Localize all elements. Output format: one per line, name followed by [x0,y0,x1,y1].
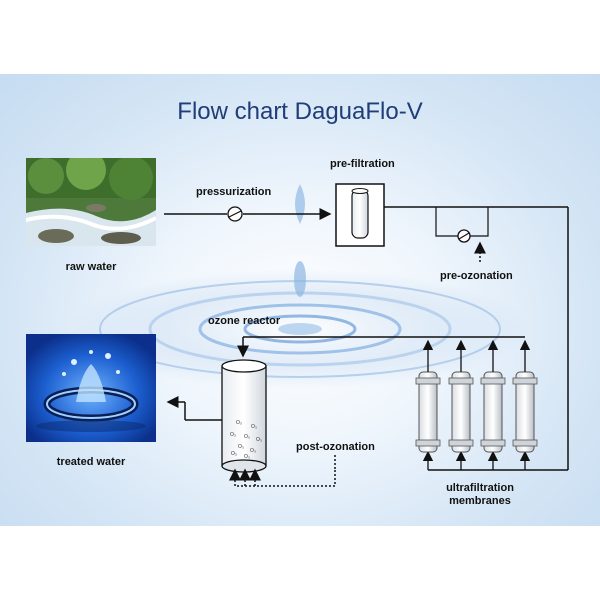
pre-ozonation-line [384,206,569,470]
page-title: Flow chart DaguaFlo-V [177,98,423,125]
svg-text:O₃: O₃ [231,451,237,457]
pressurization-label: pressurization [196,186,272,198]
pressurization-pump-icon [227,206,243,222]
ultrafiltration-membrane-3 [480,371,506,453]
slide-background [0,74,600,526]
ultrafiltration-membrane-4 [512,371,538,453]
svg-text:O₃: O₃ [244,454,250,460]
treated-water-label: treated water [56,456,126,468]
water-ripple-background [70,184,530,389]
svg-text:O₃: O₃ [230,432,236,438]
membrane-feed-line [422,450,568,471]
treated-water-outlet-line [166,396,222,421]
ozone-reactor-label: ozone reactor [208,315,281,327]
membrane-permeate-line [237,336,531,372]
ozone-bubbles: O₃ O₃ O₃ O₃ O₃ O₃ O₃ O₃ O₃ [230,420,262,460]
raw-water-image [26,158,156,246]
svg-text:O₃: O₃ [238,444,244,450]
svg-text:O₃: O₃ [236,420,242,426]
pre-filtration-unit [335,183,385,247]
svg-text:O₃: O₃ [256,437,262,443]
pre-ozonation-pump-icon [457,229,471,243]
ultrafiltration-label-line2: membranes [449,495,511,507]
ultrafiltration-membrane-1 [415,371,441,453]
svg-text:O₃: O₃ [244,434,250,440]
pre-ozonation-label: pre-ozonation [440,270,513,282]
svg-text:O₃: O₃ [251,424,257,430]
ultrafiltration-membranes-label: ultrafiltration membranes [420,482,540,508]
ultrafiltration-membrane-2 [448,371,474,453]
post-ozonation-label: post-ozonation [296,441,375,453]
treated-water-image [26,334,156,442]
svg-text:O₃: O₃ [250,448,256,454]
ultrafiltration-label-line1: ultrafiltration [446,482,514,494]
pre-filtration-label: pre-filtration [330,158,395,170]
raw-water-label: raw water [65,261,117,273]
post-ozonation-injection [229,455,336,487]
